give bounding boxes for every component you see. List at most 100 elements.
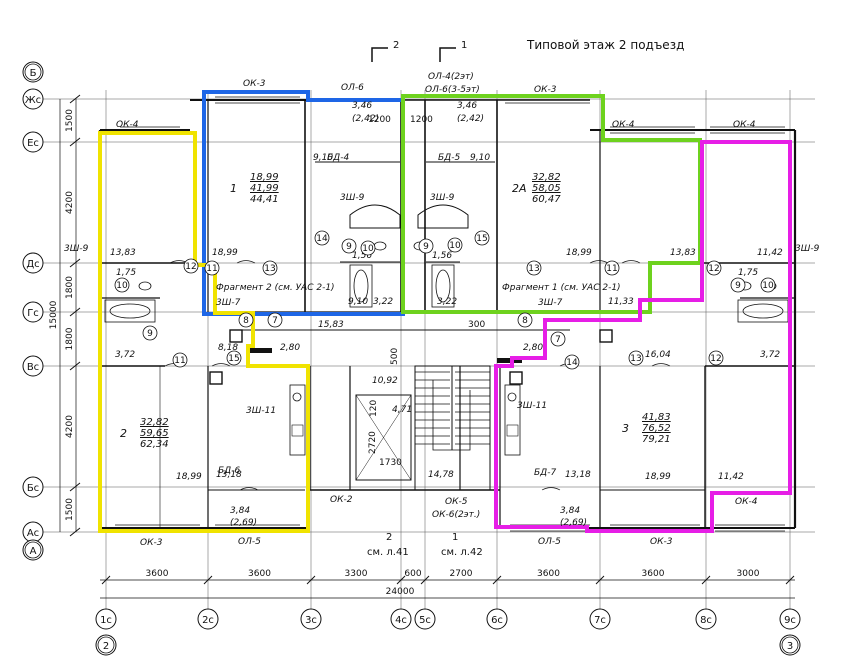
room-number: 9	[147, 329, 153, 339]
window-mark: ОЛ-6	[341, 83, 364, 93]
row-axis-label: Бс	[27, 483, 39, 494]
window-mark: ОЛ-5	[538, 537, 561, 547]
dim-tick	[69, 94, 81, 104]
col-axis-bubble	[486, 608, 508, 630]
dim-bottom-value: 600	[404, 569, 421, 579]
room-area: 13,83	[110, 248, 136, 258]
bathtub	[349, 264, 373, 308]
room-area: 18,99	[645, 472, 671, 482]
apartment-number: 2А	[512, 182, 527, 195]
room-number-circle	[708, 350, 724, 366]
apartment-area: 41,99	[250, 183, 279, 194]
dim-bottom-value: 3600	[146, 569, 169, 579]
room-area: 15,83	[318, 320, 344, 330]
toilet	[373, 241, 387, 251]
bathtub-inner	[742, 303, 784, 319]
kitchen-counter	[504, 384, 521, 456]
col-axis-bubble	[589, 608, 611, 630]
cut-label: 1	[461, 40, 467, 51]
bottom-axis-bubble-inner	[97, 636, 115, 654]
cut-mark	[371, 47, 388, 62]
dim-left-value: 1500	[65, 109, 75, 132]
room-number: 12	[185, 262, 196, 272]
door-swing	[211, 363, 231, 367]
dim-tick	[306, 575, 316, 585]
room-number-circle	[238, 312, 254, 328]
room-number-circle	[226, 350, 242, 366]
room-number-circle	[314, 230, 330, 246]
door-mark: БД-7	[534, 468, 556, 478]
room-area: (2,69)	[560, 518, 587, 528]
room-area: 18,99	[176, 472, 202, 482]
room-area: 18,99	[566, 248, 592, 258]
col-axis-label: 4с	[395, 615, 407, 626]
dim-left-value: 4200	[65, 415, 75, 438]
room-number: 15	[228, 354, 239, 364]
col-axis-label: 7с	[594, 615, 606, 626]
row-axis-bubble-inner	[24, 63, 42, 81]
door-swing	[236, 260, 256, 264]
col-axis-label: 2с	[202, 615, 214, 626]
room-area: (2,42)	[352, 114, 379, 124]
col-axis-label: 3с	[305, 615, 317, 626]
shaft-label: 3Ш-9	[64, 244, 89, 254]
col-axis-bubble	[779, 608, 801, 630]
sink	[292, 392, 302, 402]
window-mark: ОК-4	[116, 120, 139, 130]
window-mark: ОК-6(2эт.)	[432, 510, 480, 520]
room-area: (2,69)	[230, 518, 257, 528]
room-number-circle	[183, 258, 199, 274]
door-swing	[651, 363, 671, 367]
row-axis-label: Ес	[27, 138, 39, 149]
room-area: 9,10	[348, 297, 368, 307]
row-axis-label: А	[30, 546, 37, 557]
bathtub	[431, 264, 455, 308]
duct	[209, 371, 223, 385]
row-axis-label: Гс	[27, 308, 39, 319]
room-area: (2,42)	[457, 114, 484, 124]
dim-tick	[595, 575, 605, 585]
window-mark: ОЛ-6(3-5эт)	[425, 85, 480, 95]
room-number: 9	[735, 281, 741, 291]
room-area: 1,75	[738, 268, 758, 278]
dim-left-total: 15000	[49, 300, 59, 329]
room-area: 9,10	[313, 153, 333, 163]
shaft-label: 3Ш-11	[246, 406, 276, 416]
window-mark: ОК-4	[735, 497, 758, 507]
room-number: 10	[449, 241, 461, 251]
room-area: 3,84	[230, 506, 250, 516]
room-area: 18,99	[212, 248, 238, 258]
dim-tick	[420, 575, 430, 585]
room-number-circle	[267, 312, 283, 328]
room-area: 3,46	[457, 101, 477, 111]
room-number-circle	[706, 260, 722, 276]
dim-tick	[69, 527, 81, 537]
dim-bottom-value: 2700	[450, 569, 473, 579]
sheet-ref: см. л.42	[441, 547, 483, 558]
dim-tick	[69, 137, 81, 147]
room-number: 10	[116, 281, 128, 291]
room-area: 3,22	[373, 297, 393, 307]
apartment-area: 41,83	[642, 412, 671, 423]
room-area: 3,72	[760, 350, 780, 360]
apartment-outline	[494, 140, 792, 533]
room-area: 2,80	[280, 343, 300, 353]
room-number-circle	[204, 260, 220, 276]
window-mark: ОК-4	[733, 120, 756, 130]
room-number: 12	[710, 354, 721, 364]
room-area: 3,22	[437, 297, 457, 307]
apartment-area: 44,41	[250, 194, 279, 205]
apartment-area: 76,52	[642, 423, 671, 434]
room-area: 9,10	[470, 153, 490, 163]
row-axis-bubble	[22, 131, 44, 153]
room-area: 13,83	[670, 248, 696, 258]
col-axis-label: 9с	[784, 615, 796, 626]
room-area: 3,84	[560, 506, 580, 516]
stair-arrow	[432, 380, 471, 451]
room-number-circle	[628, 350, 644, 366]
door-mark: БД-4	[327, 153, 349, 163]
room-area: 11,42	[757, 248, 783, 258]
window-mark: ОК-3	[140, 538, 163, 548]
